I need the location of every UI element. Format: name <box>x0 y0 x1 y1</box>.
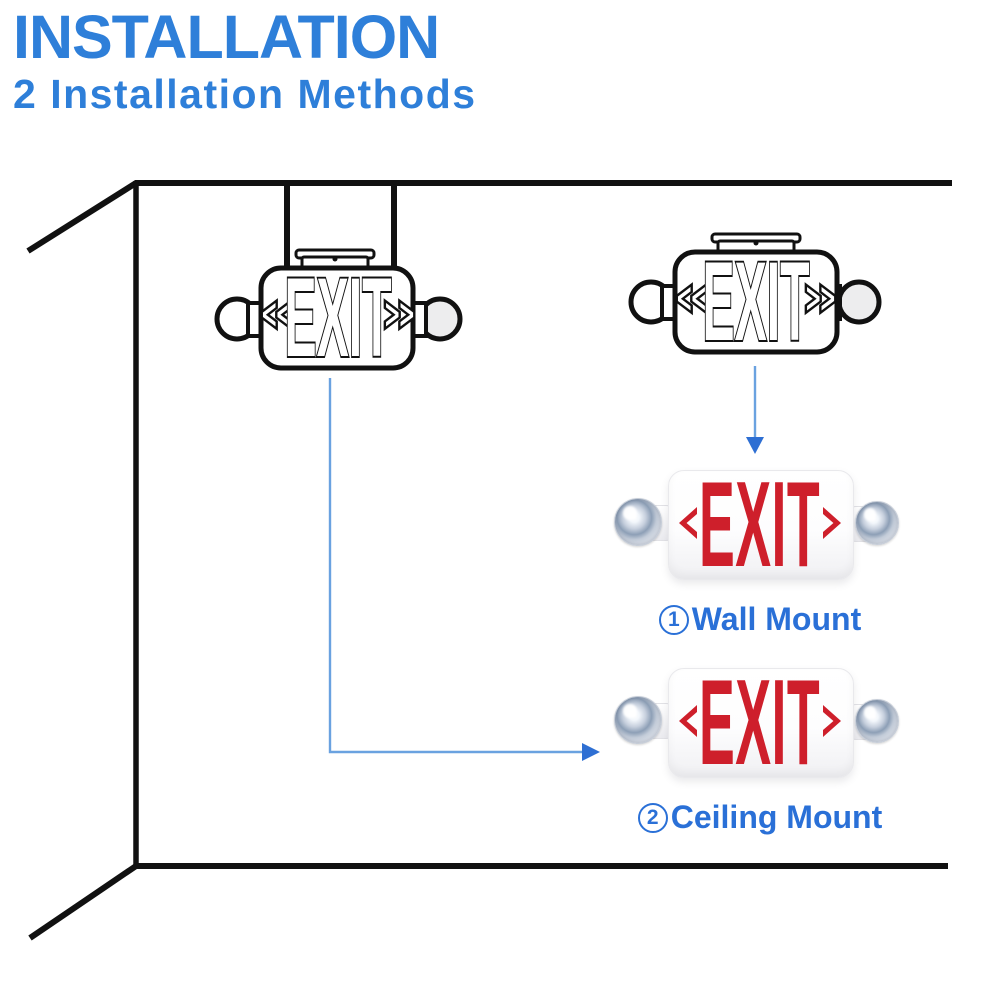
method-label-text: Ceiling Mount <box>670 799 883 835</box>
method-number-badge: 1 <box>658 604 689 635</box>
method-number-badge: 2 <box>637 802 668 833</box>
sign-body <box>672 249 840 355</box>
floor-line <box>28 863 948 941</box>
exit-sign-housing <box>668 668 854 778</box>
outline-chevron-right: » <box>379 275 419 348</box>
exit-text: EXIT <box>699 456 821 592</box>
outline-chevron-right: » <box>800 259 840 332</box>
canopy-notch <box>332 256 338 262</box>
exit-sign-face: EXIT <box>668 463 852 585</box>
led-lamp-head-left <box>614 696 662 744</box>
lamp-outline-right <box>836 279 882 325</box>
ceiling-mount-arrow-line <box>328 378 583 754</box>
hanging-rods <box>284 184 397 270</box>
method-label-text: Wall Mount <box>691 601 862 637</box>
page-subtitle: 2 Installation Methods <box>13 71 477 118</box>
ceiling-mount-product-photo: EXIT <box>612 661 908 783</box>
exit-text: EXIT <box>699 654 821 790</box>
wall-mount-label: 1 Wall Mount <box>600 601 920 638</box>
connector-arrows <box>328 366 764 761</box>
outline-chevron-left: « <box>672 259 712 332</box>
led-lamp-head-right <box>855 699 899 743</box>
wall-mount-arrowhead-icon <box>746 437 764 454</box>
canopy-notch <box>753 240 759 246</box>
outline-exit-text: EXIT <box>702 240 809 365</box>
room-outline <box>26 180 952 941</box>
ceiling-line <box>26 180 952 254</box>
heading-block: INSTALLATION 2 Installation Methods <box>13 6 477 115</box>
outline-exit-text: EXIT <box>284 256 391 381</box>
second-sign-drawing: « » EXIT <box>628 232 882 366</box>
sign-body <box>258 265 416 371</box>
page-title: INSTALLATION <box>13 3 440 71</box>
ceiling-mount-label: 2 Ceiling Mount <box>600 799 920 836</box>
ceiling-sign-drawing: « » EXIT <box>214 248 463 382</box>
wall-mount-product-photo: EXIT <box>612 463 908 585</box>
led-lamp-head-left <box>614 498 662 546</box>
ceiling-mount-arrowhead-icon <box>582 743 600 761</box>
exit-sign-housing <box>668 470 854 580</box>
led-lamp-head-right <box>855 501 899 545</box>
exit-sign-face: EXIT <box>668 661 852 783</box>
outline-chevron-left: « <box>257 275 297 348</box>
